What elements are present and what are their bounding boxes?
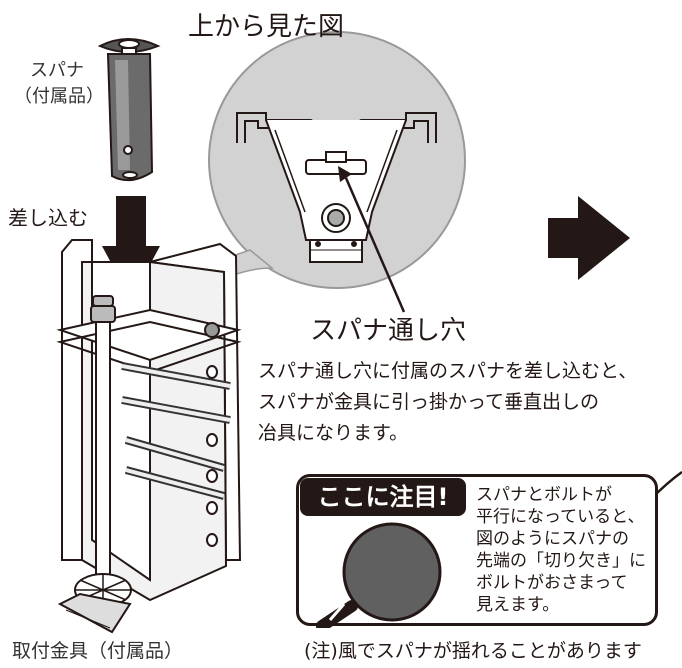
wrench-hole-label: スパナ通し穴 <box>310 316 467 346</box>
callout-line-4: 先端の「切り欠き」に <box>476 551 646 571</box>
callout-line-2: 平行になっていると、 <box>476 507 645 527</box>
wrench-label: スパナ （付属品） <box>14 58 104 110</box>
callout-title: ここに注目! <box>300 478 466 516</box>
bracket-illustration <box>56 239 242 634</box>
wrench-label-line-2: （付属品） <box>14 86 104 107</box>
description-line-3: 冶具になります。 <box>258 422 409 444</box>
magnifier-icon <box>316 522 442 628</box>
description-line-2: スパナが金具に引っ掛かって垂直出しの <box>258 391 600 413</box>
bracket-top-view <box>236 112 437 263</box>
insert-label: 差し込む <box>8 206 88 230</box>
callout-line-5: ボルトがおさまって <box>476 573 628 593</box>
down-arrow-icon <box>102 196 160 300</box>
wrench-illustration <box>97 38 161 182</box>
wrench-label-line-1: スパナ <box>30 60 84 81</box>
description-line-1: スパナ通し穴に付属のスパナを差し込むと、 <box>258 360 638 382</box>
callout-line-6: 見えます。 <box>476 595 560 615</box>
callout-line-1: スパナとボルトが <box>476 485 612 505</box>
right-arrow-icon <box>548 196 630 280</box>
callout-line-3: 図のようにスパナの <box>476 529 629 549</box>
note-text: (注)風でスパナが揺れることがあります <box>304 640 642 662</box>
callout-text: スパナとボルトが 平行になっていると、 図のようにスパナの 先端の「切り欠き」に… <box>476 484 652 616</box>
hole-pointer <box>338 166 406 313</box>
bracket-label: 取付金具（付属品） <box>12 640 184 662</box>
description-text: スパナ通し穴に付属のスパナを差し込むと、 スパナが金具に引っ掛かって垂直出しの … <box>258 356 678 449</box>
top-view-title: 上から見た図 <box>188 12 345 42</box>
